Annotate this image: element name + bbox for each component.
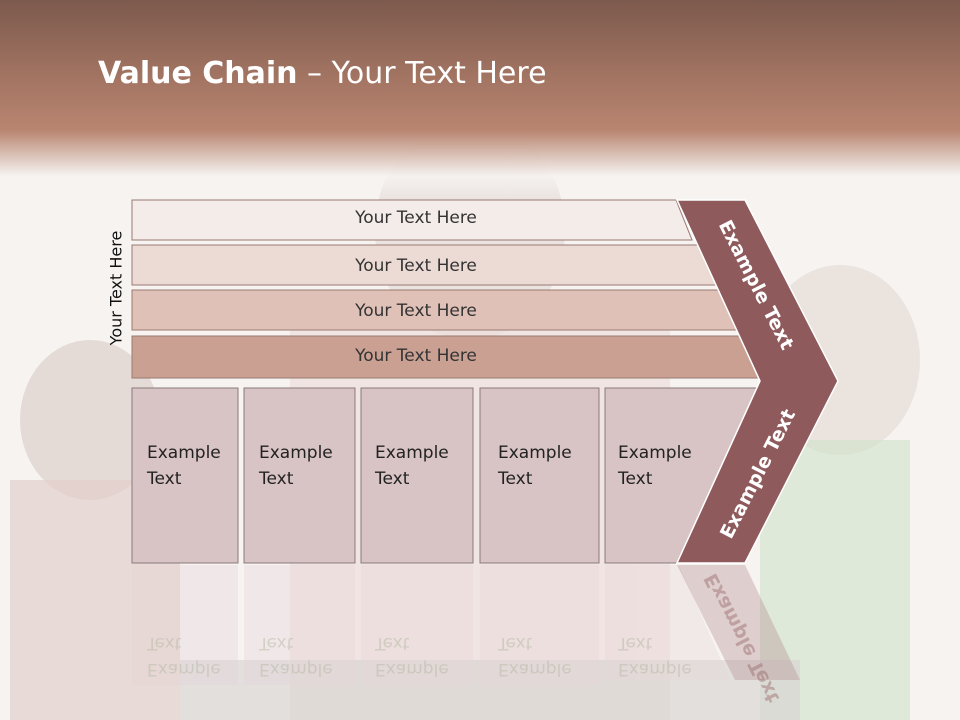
title-rest: – Your Text Here — [297, 56, 547, 91]
bar-1 — [131, 199, 693, 241]
page-title: Value Chain – Your Text Here — [98, 56, 547, 91]
bar-label-2: Your Text Here — [355, 256, 477, 276]
box-3 — [360, 387, 474, 564]
title-bold: Value Chain — [98, 56, 298, 91]
box-4 — [479, 387, 600, 564]
bar-label-3: Your Text Here — [355, 301, 477, 321]
header-band — [0, 0, 960, 200]
bar-label-1: Your Text Here — [355, 208, 477, 228]
box-2 — [243, 387, 356, 564]
chevron-arrow — [675, 199, 839, 564]
box-1 — [131, 387, 239, 564]
boxes-reflection — [132, 565, 730, 685]
bar-label-4: Your Text Here — [355, 346, 477, 366]
chevron-reflection — [677, 565, 800, 680]
